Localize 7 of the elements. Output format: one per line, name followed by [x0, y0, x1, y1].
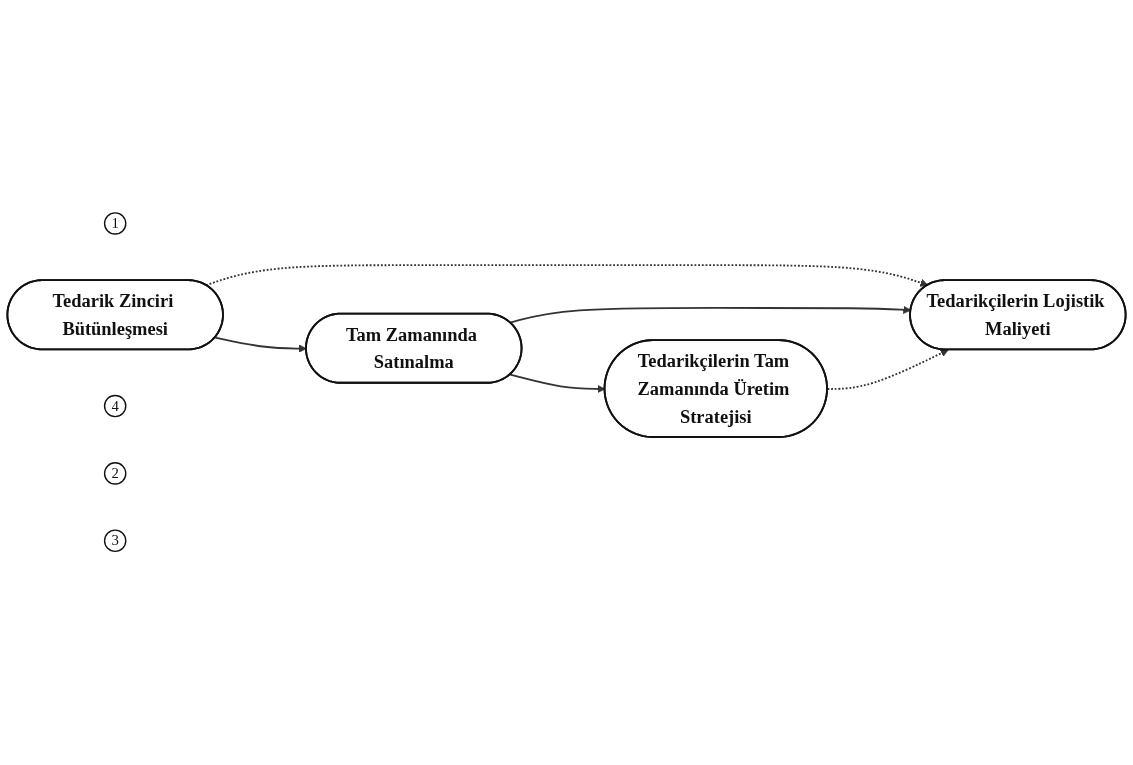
node-circle	[103, 529, 127, 553]
arrow	[826, 349, 949, 391]
arrow	[205, 264, 929, 288]
node-circle	[103, 212, 127, 236]
node-circle	[103, 462, 127, 486]
node-circle	[103, 395, 127, 418]
arrow	[214, 337, 307, 354]
